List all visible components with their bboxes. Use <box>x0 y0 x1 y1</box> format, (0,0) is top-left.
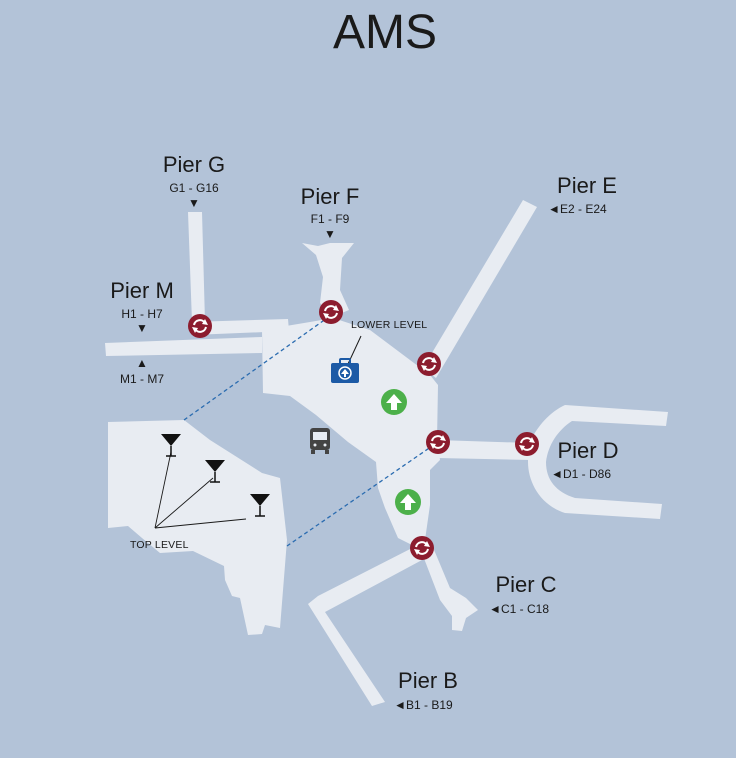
transfer-icons <box>188 300 539 560</box>
connector-line-top <box>183 315 331 421</box>
pier-g-gates: G1 - G16 <box>169 181 219 195</box>
pier-e-label: Pier E ◄ E2 - E24 <box>548 173 617 216</box>
pier-d-marker: ◄ <box>551 467 563 481</box>
pier-b-marker: ◄ <box>394 698 406 712</box>
pier-m-marker-upper: ▼ <box>136 321 148 335</box>
lounge-area-shape <box>108 420 287 635</box>
top-level-pointer-2 <box>154 477 214 529</box>
cocktail-icon[interactable] <box>161 434 181 457</box>
pier-d-connector <box>437 440 530 460</box>
lower-level-label: LOWER LEVEL <box>351 319 427 331</box>
pier-b-gates: B1 - B19 <box>406 698 453 712</box>
pier-m-gates-upper: H1 - H7 <box>121 307 163 321</box>
pier-g-marker: ▼ <box>188 196 200 210</box>
departure-arrow-icon[interactable] <box>381 389 407 415</box>
pier-m-shape <box>105 337 262 356</box>
level-connectors <box>183 315 439 547</box>
baggage-icon[interactable] <box>331 358 359 383</box>
pier-c-gates: C1 - C18 <box>501 602 549 616</box>
terminal-shapes <box>105 200 668 706</box>
map-title: AMS <box>333 6 437 59</box>
transfer-icon[interactable] <box>188 314 212 338</box>
transfer-icon[interactable] <box>417 352 441 376</box>
pier-m-marker-lower: ▲ <box>136 356 148 370</box>
pier-m-label: Pier M H1 - H7 ▼ ▲ M1 - M7 <box>110 278 174 386</box>
cocktail-icon[interactable] <box>205 460 225 483</box>
pier-f-shape <box>302 243 354 317</box>
pier-c-shape <box>420 545 478 631</box>
connector-line-bottom <box>286 441 439 547</box>
pier-c-label: Pier C ◄ C1 - C18 <box>489 572 557 616</box>
pier-m-gates-lower: M1 - M7 <box>120 372 164 386</box>
pier-d-gates: D1 - D86 <box>563 467 611 481</box>
pier-f-label: Pier F F1 - F9 ▼ <box>301 184 360 241</box>
pier-d-shape <box>528 405 668 519</box>
transfer-icon[interactable] <box>515 432 539 456</box>
pier-d-name: Pier D <box>557 438 618 463</box>
transfer-icon[interactable] <box>426 430 450 454</box>
pier-f-marker: ▼ <box>324 227 336 241</box>
top-level-label: TOP LEVEL <box>130 539 189 551</box>
transfer-icon[interactable] <box>319 300 343 324</box>
top-level-pointer-1 <box>154 451 172 529</box>
departure-arrow-icon[interactable] <box>395 489 421 515</box>
pier-c-name: Pier C <box>495 572 556 597</box>
cocktail-icon[interactable] <box>250 494 270 517</box>
pier-f-name: Pier F <box>301 184 360 209</box>
bus-icon[interactable] <box>310 428 330 454</box>
pier-g-name: Pier G <box>163 152 225 177</box>
pier-m-name: Pier M <box>110 278 174 303</box>
pier-g-label: Pier G G1 - G16 ▼ <box>163 152 225 210</box>
main-terminal-shape <box>262 318 440 545</box>
pier-e-marker: ◄ <box>548 202 560 216</box>
transfer-icon[interactable] <box>410 536 434 560</box>
pier-g-shape <box>188 212 205 322</box>
pier-e-name: Pier E <box>557 173 617 198</box>
pier-b-name: Pier B <box>398 668 458 693</box>
pier-d-label: Pier D ◄ D1 - D86 <box>551 438 619 481</box>
pier-c-marker: ◄ <box>489 602 501 616</box>
pier-f-gates: F1 - F9 <box>311 212 350 226</box>
pier-e-gates: E2 - E24 <box>560 202 607 216</box>
pier-b-label: Pier B ◄ B1 - B19 <box>394 668 458 712</box>
pier-e-shape <box>423 200 537 378</box>
top-level-pointer-3 <box>154 518 247 529</box>
pier-b-shape <box>308 545 422 706</box>
